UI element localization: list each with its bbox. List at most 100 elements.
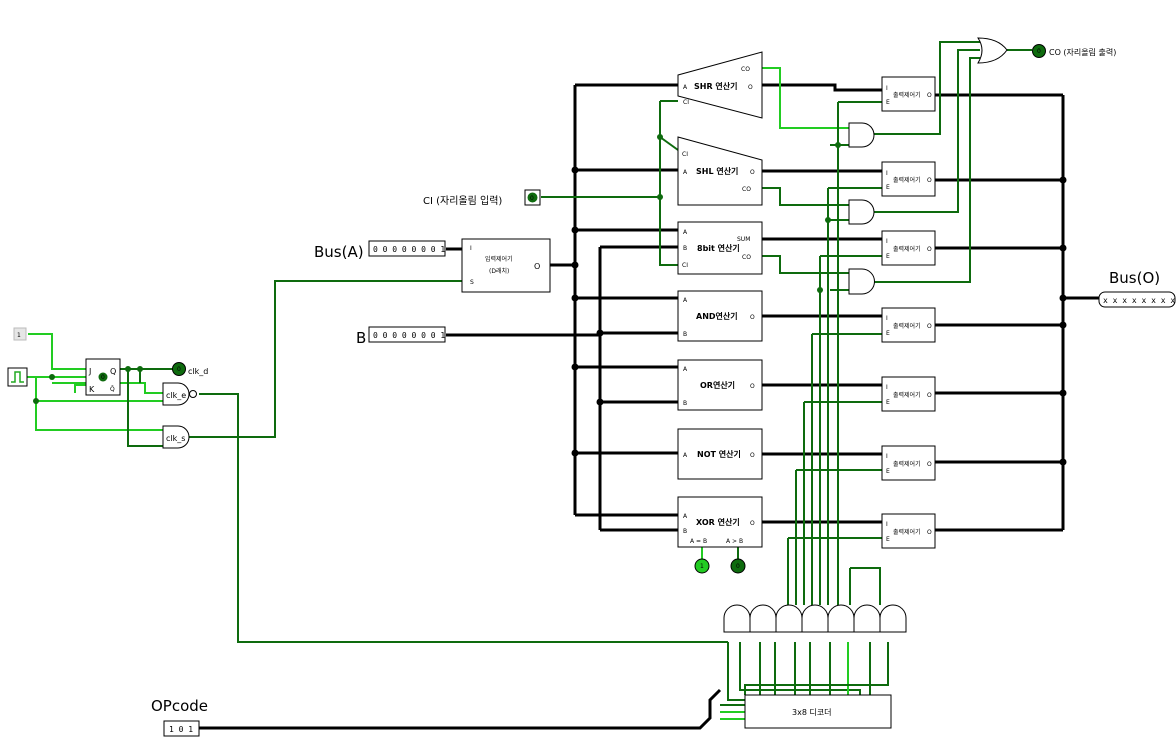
svg-text:I: I xyxy=(470,245,472,252)
svg-text:0: 0 xyxy=(530,195,534,202)
svg-text:clk_e: clk_e xyxy=(166,391,186,400)
opcode-input[interactable]: 1 0 1 xyxy=(163,720,200,737)
svg-text:NOT 연산기: NOT 연산기 xyxy=(697,449,741,459)
svg-text:XOR 연산기: XOR 연산기 xyxy=(696,517,740,527)
clock-wave-icon xyxy=(11,371,24,383)
svg-text:CI: CI xyxy=(682,262,688,269)
bus-junctions xyxy=(571,166,1067,466)
svg-text:Q: Q xyxy=(110,367,116,376)
svg-text:O: O xyxy=(534,262,540,271)
output-controller-5[interactable]: I E 출력제어기 O xyxy=(881,376,936,412)
svg-text:O: O xyxy=(927,177,932,184)
bus-a-input[interactable]: 0 0 0 0 0 0 0 1 xyxy=(368,240,446,257)
svg-text:CO (자리올림 출력): CO (자리올림 출력) xyxy=(1049,47,1116,57)
input-controller[interactable]: I S 입력제어기 (D래치) O xyxy=(461,238,551,293)
svg-text:A: A xyxy=(683,452,688,459)
shr-operator[interactable]: A CI CO O SHR 연산기 xyxy=(677,51,763,119)
svg-text:I: I xyxy=(886,384,888,391)
svg-text:SUM: SUM xyxy=(737,236,750,243)
svg-text:O: O xyxy=(927,92,932,99)
svg-text:8bit 연산기: 8bit 연산기 xyxy=(697,243,740,253)
output-controller-4[interactable]: I E 출력제어기 O xyxy=(881,307,936,343)
svg-text:1: 1 xyxy=(17,332,21,339)
svg-text:E: E xyxy=(886,536,890,543)
svg-text:0 0 0 0 0 0 0 1: 0 0 0 0 0 0 0 1 xyxy=(373,331,445,340)
output-controller-3[interactable]: I E 출력제어기 O xyxy=(881,230,936,266)
svg-text:O: O xyxy=(750,169,755,176)
svg-text:0: 0 xyxy=(736,563,740,570)
co-output: 0 CO (자리올림 출력) xyxy=(1032,44,1116,58)
svg-text:입력제어기: 입력제어기 xyxy=(485,255,513,263)
output-controller-1[interactable]: I E 출력제어기 O xyxy=(881,76,936,112)
svg-text:I: I xyxy=(886,453,888,460)
svg-text:출력제어기: 출력제어기 xyxy=(893,176,921,184)
svg-text:E: E xyxy=(886,330,890,337)
svg-text:B: B xyxy=(683,331,687,338)
svg-text:E: E xyxy=(886,468,890,475)
svg-text:I: I xyxy=(886,315,888,322)
svg-text:CO: CO xyxy=(742,254,751,261)
svg-text:1 0 1: 1 0 1 xyxy=(169,725,193,734)
carry-and-gate-2 xyxy=(848,199,875,225)
enable-and-array xyxy=(723,604,907,633)
svg-text:1: 1 xyxy=(700,563,704,570)
svg-text:B: B xyxy=(683,528,687,535)
svg-text:E: E xyxy=(886,399,890,406)
shl-operator[interactable]: CI A O CO SHL 연산기 xyxy=(677,136,763,206)
svg-text:O: O xyxy=(927,529,932,536)
svg-text:SHR 연산기: SHR 연산기 xyxy=(694,81,737,91)
nand-clk-e: clk_e xyxy=(162,382,197,406)
svg-text:E: E xyxy=(886,184,890,191)
bus-a-label: Bus(A) xyxy=(314,243,364,261)
svg-text:출력제어기: 출력제어기 xyxy=(893,322,921,330)
decoder-3x8[interactable]: 3x8 디코더 xyxy=(744,694,892,729)
svg-text:A = B: A = B xyxy=(690,538,707,545)
and-operator[interactable]: A B O AND연산기 xyxy=(677,290,763,342)
output-controller-2[interactable]: I E 출력제어기 O xyxy=(881,161,936,197)
opcode-label: OPcode xyxy=(151,697,208,715)
jk-flipflop[interactable]: J K Q Q̄ 0 xyxy=(85,358,121,396)
svg-text:A: A xyxy=(683,513,688,520)
svg-text:x x x x x x x x: x x x x x x x x xyxy=(1103,296,1175,305)
clock-source[interactable] xyxy=(7,367,28,387)
svg-text:출력제어기: 출력제어기 xyxy=(893,460,921,468)
carry-and-gate-1 xyxy=(848,122,875,148)
svg-text:A: A xyxy=(683,169,688,176)
bus-o-label: Bus(O) xyxy=(1109,269,1160,287)
xor-gt-led: 0 xyxy=(730,558,746,574)
output-controller-7[interactable]: I E 출력제어기 O xyxy=(881,513,936,549)
svg-text:0: 0 xyxy=(177,366,181,373)
adder-operator[interactable]: A B CI SUM CO 8bit 연산기 xyxy=(677,221,763,275)
svg-text:A: A xyxy=(683,297,688,304)
svg-text:B: B xyxy=(683,245,687,252)
or-operator[interactable]: A B O OR연산기 xyxy=(677,359,763,411)
svg-text:출력제어기: 출력제어기 xyxy=(893,91,921,99)
xor-operator[interactable]: A B O A = B A > B XOR 연산기 xyxy=(677,496,763,548)
svg-text:clk_d: clk_d xyxy=(188,367,208,376)
svg-text:AND연산기: AND연산기 xyxy=(696,311,738,321)
svg-text:B: B xyxy=(683,400,687,407)
output-controller-6[interactable]: I E 출력제어기 O xyxy=(881,445,936,481)
signal-junctions xyxy=(33,134,841,404)
svg-text:O: O xyxy=(748,84,753,91)
svg-text:(D래치): (D래치) xyxy=(489,267,509,275)
carry-and-gate-3 xyxy=(848,268,875,295)
bus-wires xyxy=(199,83,1100,730)
svg-text:출력제어기: 출력제어기 xyxy=(893,245,921,253)
svg-text:A: A xyxy=(683,229,688,236)
svg-text:O: O xyxy=(927,392,932,399)
svg-text:clk_s: clk_s xyxy=(166,434,185,443)
not-operator[interactable]: A O NOT 연산기 xyxy=(677,428,763,480)
clk-d-led: 0 clk_d xyxy=(172,362,208,376)
svg-text:J: J xyxy=(88,367,91,376)
svg-text:E: E xyxy=(886,253,890,260)
svg-text:K: K xyxy=(89,385,95,394)
svg-text:E: E xyxy=(886,99,890,106)
constant-one[interactable]: 1 xyxy=(13,327,27,341)
ci-input[interactable]: CI (자리올림 입력) 0 xyxy=(423,189,541,207)
svg-text:I: I xyxy=(886,85,888,92)
xor-eq-led: 1 xyxy=(694,558,710,574)
svg-text:A: A xyxy=(683,84,688,91)
b-input[interactable]: 0 0 0 0 0 0 0 1 xyxy=(368,326,446,343)
